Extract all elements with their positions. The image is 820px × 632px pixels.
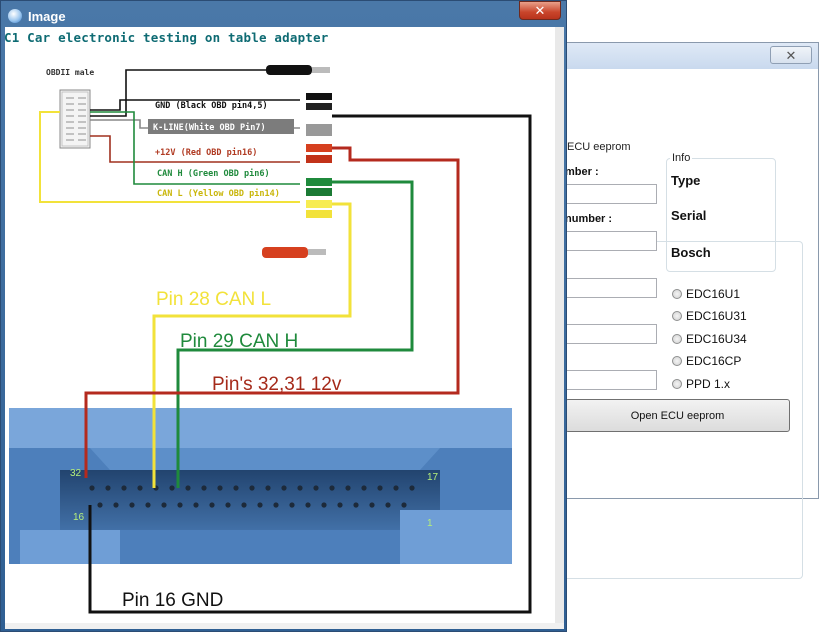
plug-red-bottom: [262, 247, 326, 258]
ecu-close-button[interactable]: ✕: [770, 46, 812, 64]
image-window-title: Image: [28, 9, 66, 24]
vertical-scrollbar[interactable]: [555, 27, 564, 623]
window-bottom-frame: [5, 623, 564, 629]
wire-canh-long: [176, 180, 414, 488]
obd-connector-icon: [59, 89, 91, 149]
label-pin28: Pin 28 CAN L: [156, 289, 271, 310]
label-canl: CAN L (Yellow OBD pin14): [157, 188, 280, 199]
wiring-diagram: OBDII male: [9, 65, 532, 614]
label-pin29: Pin 29 CAN H: [180, 331, 298, 352]
connector-num-17: 17: [427, 472, 439, 483]
radio-label: EDC16CP: [686, 354, 742, 368]
info-type: Type: [671, 173, 701, 188]
ecu-toolbar-area: [561, 69, 818, 136]
radio-circle-icon: [672, 289, 682, 299]
ecu-window: ✕: [560, 42, 819, 579]
radio-circle-icon: [672, 311, 682, 321]
image-close-button[interactable]: ✕: [519, 1, 561, 20]
label-pin3231: Pin's 32,31 12v: [212, 374, 342, 395]
label-gnd: GND (Black OBD pin4,5): [155, 100, 268, 111]
radio-label: EDC16U1: [686, 287, 741, 301]
radio-edc16u31[interactable]: EDC16U31: [672, 309, 747, 323]
wire-canl-long: [152, 202, 352, 488]
label-canh: CAN H (Green OBD pin6): [157, 168, 270, 179]
connector-num-32: 32: [70, 468, 82, 479]
connector-pin-rows: [89, 485, 415, 508]
radio-edc16u1[interactable]: EDC16U1: [672, 287, 740, 301]
ecu-connector-photo: [9, 408, 512, 564]
ecu-window-titlebar: ✕: [561, 43, 818, 69]
radio-label: EDC16U34: [686, 332, 747, 346]
wire-12v-lead: [90, 135, 300, 163]
wire-gnd-pin: [90, 99, 300, 111]
radio-ppd1x[interactable]: PPD 1.x: [672, 377, 730, 391]
ecu-eeprom-group-title: ECU eeprom: [565, 141, 633, 153]
ecu-field-5[interactable]: [565, 370, 657, 390]
radio-edc16u34[interactable]: EDC16U34: [672, 332, 747, 346]
image-window-titlebar[interactable]: Image: [1, 1, 566, 31]
wire-canh-lead: [90, 111, 300, 185]
socket-yellow: [306, 200, 332, 218]
socket-black: [306, 93, 332, 110]
open-ecu-eeprom-button[interactable]: Open ECU eeprom: [565, 399, 790, 432]
radio-circle-icon: [672, 334, 682, 344]
plug-black-top: [266, 65, 330, 75]
diagram-title: C1 Car electronic testing on table adapt…: [4, 30, 329, 45]
obd-connector-label: OBDII male: [46, 68, 94, 77]
info-bosch: Bosch: [671, 245, 711, 260]
label-12v: +12V (Red OBD pin16): [155, 147, 257, 158]
ecu-field-3[interactable]: [565, 278, 657, 298]
socket-red: [306, 144, 332, 163]
radio-label: EDC16U31: [686, 309, 747, 323]
radio-edc16cp[interactable]: EDC16CP: [672, 354, 741, 368]
wire-canl-lead: [39, 111, 300, 203]
radio-label: PPD 1.x: [686, 377, 731, 391]
radio-circle-icon: [672, 379, 682, 389]
socket-green: [306, 178, 332, 196]
ecu-label-number-2: number :: [565, 213, 613, 225]
ecu-field-2[interactable]: [565, 231, 657, 251]
kline-label-bg: [148, 119, 294, 134]
connector-num-16: 16: [73, 512, 85, 523]
ecu-eeprom-group: [561, 241, 803, 579]
wire-12v-long: [84, 146, 460, 478]
ecu-field-1[interactable]: [565, 184, 657, 204]
label-pin16: Pin 16 GND: [122, 590, 223, 611]
info-group: [666, 158, 776, 272]
radio-circle-icon: [672, 356, 682, 366]
info-group-title: Info: [670, 152, 693, 164]
wire-gnd-lead: [90, 69, 270, 117]
ecu-label-number-1: mber :: [565, 166, 599, 178]
app-globe-icon: [8, 9, 22, 23]
ecu-field-4[interactable]: [565, 324, 657, 344]
socket-white: [306, 124, 332, 136]
info-serial: Serial: [671, 208, 707, 223]
wire-gnd-long: [88, 114, 532, 614]
connector-num-1: 1: [427, 518, 433, 529]
label-kline: K-LINE(White OBD Pin7): [153, 122, 266, 133]
